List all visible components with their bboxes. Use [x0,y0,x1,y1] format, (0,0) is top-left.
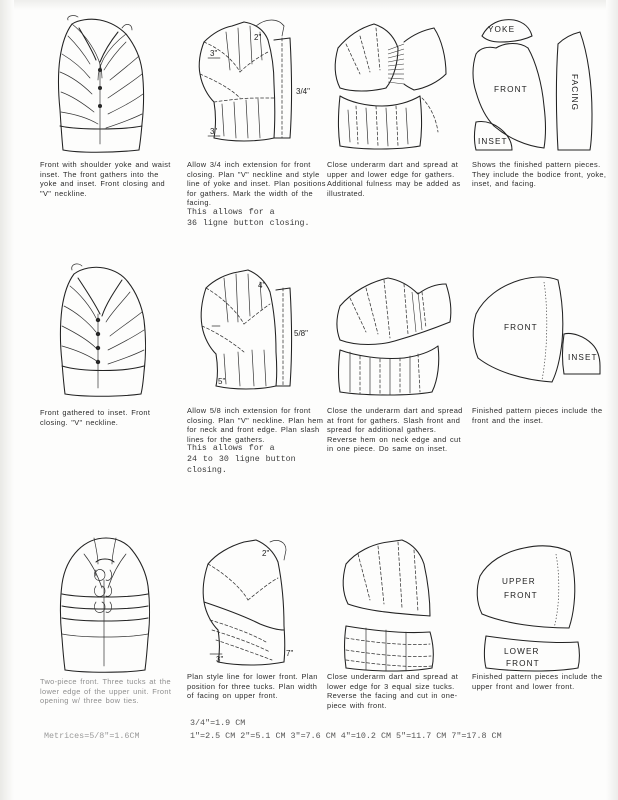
caption-r2c1: Front gathered to inset. Front closing. … [40,408,177,427]
metric-line-upper: 3/4"=1.9 CM [190,718,245,728]
caption-r3c2: Plan style line for lower front. Plan po… [187,672,327,701]
typed-note-line: 36 ligne button closing. [187,218,310,228]
caption-r1c3: Close underarm dart and spread at upper … [327,160,467,198]
caption-text: Close underarm dart and spread at upper … [327,160,461,198]
pattern-draft-gathered-inset: 4" 5/8" 5" [200,269,308,390]
caption-r1c1: Front with shoulder yoke and waist inset… [40,160,177,198]
figure-r2c2: 4" 5/8" 5" [186,262,326,397]
caption-text: Shows the finished pattern pieces. They … [472,160,607,189]
svg-text:FRONT: FRONT [504,323,538,332]
caption-text: Finished pattern pieces include the fron… [472,406,603,425]
svg-text:3/4": 3/4" [296,87,310,96]
figure-r2c1 [38,262,178,397]
svg-text:7": 7" [286,649,293,658]
finished-pieces-upper-lower-front: UPPER FRONT LOWER FRONT [476,545,581,672]
svg-text:3": 3" [216,655,223,664]
svg-text:3": 3" [210,127,217,136]
caption-text: Front with shoulder yoke and waist inset… [40,160,171,198]
svg-text:5/8": 5/8" [294,329,308,338]
figure-r3c1 [38,534,178,674]
metric-line-prefix: Metrices=5/8"=1.6CM [44,731,140,741]
caption-text: Front gathered to inset. Front closing. … [40,408,151,427]
svg-text:2": 2" [254,33,261,42]
svg-text:INSET: INSET [568,353,598,362]
svg-text:UPPER: UPPER [502,577,536,586]
metric-entry: 3/4"=1.9 CM [190,718,246,728]
pattern-draft-yoke-inset: 3" 2" 3/4" 3" [198,19,310,142]
pattern-slash-spread-yoke [334,23,447,150]
finished-pieces-bodice: YOKE FRONT INSET FACING [472,19,593,151]
garment-sketch-gathered-inset [59,263,147,397]
caption-r2c2: Allow 5/8 inch extension for front closi… [187,406,327,477]
svg-text:5": 5" [218,377,225,386]
svg-text:YOKE: YOKE [488,25,515,34]
caption-text: Close the underarm dart and spread at fr… [327,406,463,454]
metric-line-lower: 1"=2.5 CM 2"=5.1 CM 3"=7.6 CM 4"=10.2 CM… [190,731,502,741]
svg-text:INSET: INSET [478,137,508,146]
caption-r2c4: Finished pattern pieces include the fron… [472,406,612,425]
caption-text: Allow 5/8 inch extension for front closi… [187,406,324,444]
figure-r2c4: FRONT INSET [466,268,611,398]
figure-r1c1 [38,14,178,154]
caption-text: Close underarm dart and spread at lower … [327,672,459,710]
svg-text:2": 2" [262,549,269,558]
typed-note-line: This allows for a [187,207,275,217]
pattern-slash-spread-gathered [336,277,452,396]
figure-r3c4: UPPER FRONT LOWER FRONT [466,540,611,672]
svg-text:4": 4" [258,281,265,290]
caption-r3c3: Close underarm dart and spread at lower … [327,672,467,710]
caption-text: Two-piece front. Three tucks at the lowe… [40,677,172,706]
garment-sketch-yoke-inset [57,15,145,153]
svg-text:FRONT: FRONT [494,85,528,94]
finished-pieces-front-inset: FRONT INSET [472,276,601,383]
svg-text:FRONT: FRONT [506,659,540,668]
svg-text:LOWER: LOWER [504,647,540,656]
figure-r1c2: 3" 2" 3/4" 3" [186,14,326,154]
svg-text:FRONT: FRONT [504,591,538,600]
caption-r1c2: Allow 3/4 inch extension for front closi… [187,160,327,230]
metric-entry: 1"=2.5 CM 2"=5.1 CM 3"=7.6 CM 4"=10.2 CM… [190,731,502,741]
figure-r3c2: 2" 3" 7" [186,534,326,674]
svg-text:FACING: FACING [570,74,579,111]
typed-note-line: closing. [187,465,227,475]
caption-r3c1: Two-piece front. Three tucks at the lowe… [40,677,177,706]
figure-r2c3 [326,262,466,397]
caption-text: Finished pattern pieces include the uppe… [472,672,603,691]
caption-r3c4: Finished pattern pieces include the uppe… [472,672,612,691]
caption-r1c4: Shows the finished pattern pieces. They … [472,160,612,189]
typed-note-line: This allows for a [187,444,275,454]
caption-text: Plan style line for lower front. Plan po… [187,672,318,701]
figure-r3c3 [326,534,466,674]
figure-r1c4: YOKE FRONT INSET FACING [466,14,611,154]
svg-text:3": 3" [210,49,217,58]
typed-note-line: 24 to 30 ligne button [187,455,296,465]
caption-r2c3: Close the underarm dart and spread at fr… [327,406,467,454]
caption-text: Allow 3/4 inch extension for front closi… [187,160,326,208]
figure-r1c3 [326,14,466,154]
metric-entry: Metrices=5/8"=1.6CM [44,731,140,741]
pattern-slash-spread-tucks [342,539,434,672]
pattern-draft-two-piece-front: 2" 3" 7" [202,539,293,666]
garment-sketch-two-piece-front [59,537,151,673]
